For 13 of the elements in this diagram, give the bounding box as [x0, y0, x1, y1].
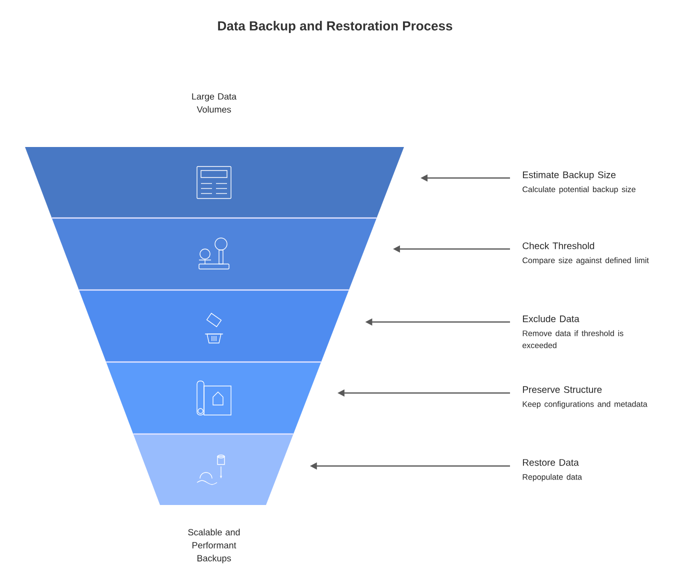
step-text: Preserve Structure Keep configurations and metadata [522, 386, 648, 408]
funnel-band [133, 434, 294, 505]
step-text: Check Threshold Compare size against defined limit [522, 242, 649, 265]
funnel-band [78, 290, 349, 362]
step-text: Exclude Data Remove data if threshold is exceeded [522, 315, 624, 348]
funnel-band [52, 218, 377, 290]
step-text: Estimate Backup Size Calculate potential backup size [522, 171, 636, 194]
step-text: Restore Data Repopulate data [522, 459, 582, 482]
funnel-label: Scalable and Performant Backups [188, 528, 240, 564]
funnel-label: Large Data Volumes [192, 93, 236, 113]
funnel-band [106, 362, 322, 434]
title: Data Backup and Restoration Process [218, 20, 452, 34]
funnel-band [25, 147, 404, 218]
